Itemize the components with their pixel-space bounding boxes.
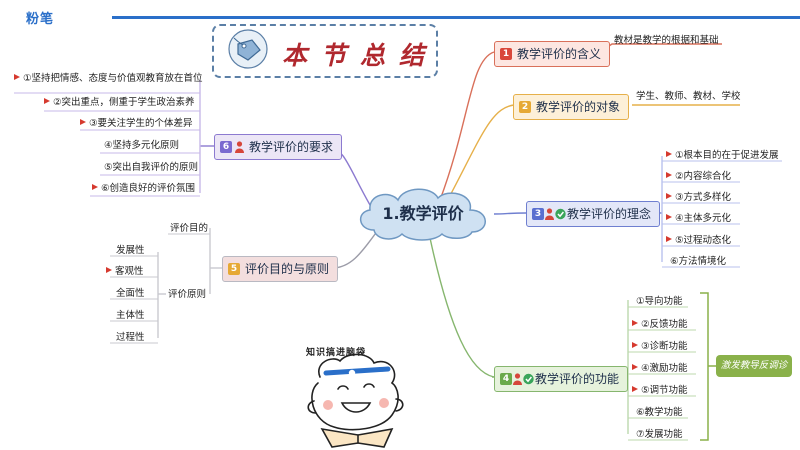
node-purpose-label: 评价目的与原则	[245, 262, 330, 276]
node-number-badge: 6	[220, 141, 232, 153]
functions-group-label: 激发教导反调诊	[716, 355, 792, 377]
node-number-badge: 1	[500, 48, 512, 60]
summary-title: 本节总结	[282, 41, 439, 70]
leaf-function: ⑥教学功能	[636, 407, 683, 418]
node-concepts[interactable]: 3 教学评价的理念	[526, 201, 661, 227]
leaf-function: ⑦发展功能	[636, 429, 683, 440]
flag-icon	[632, 386, 638, 392]
leaf-concept: ⑥方法情境化	[670, 256, 727, 267]
leaf-principle: 发展性	[116, 245, 145, 256]
node-functions-label: 教学评价的功能	[535, 372, 620, 386]
node-meaning-label: 教学评价的含义	[517, 47, 602, 61]
node-number-badge: 2	[519, 101, 531, 113]
flag-icon	[632, 320, 638, 326]
flag-icon	[80, 119, 86, 125]
check-icon	[523, 373, 534, 385]
flag-icon	[632, 342, 638, 348]
leaf-function: ⑤调节功能	[632, 384, 688, 397]
person-icon	[513, 373, 522, 385]
node-functions[interactable]: 4 教学评价的功能	[494, 366, 629, 392]
leaf-requirement: ①坚持把情感、态度与价值观教育放在首位	[14, 72, 203, 85]
node-requirements[interactable]: 6 教学评价的要求	[214, 134, 343, 160]
leaf-principle: 主体性	[116, 310, 145, 321]
leaf-concept: ⑤过程动态化	[666, 234, 731, 247]
cloud-shape	[360, 188, 486, 241]
header-rule	[112, 16, 800, 19]
person-icon	[235, 141, 244, 153]
node-number-badge: 3	[532, 208, 544, 220]
cartoon-character	[307, 353, 404, 448]
flag-icon	[666, 236, 672, 242]
node-number-badge: 4	[500, 373, 512, 385]
cartoon-caption: 知识搞进脑袋	[306, 348, 367, 358]
leaf-function: ①导向功能	[636, 296, 683, 307]
center-topic[interactable]: 1.教学评价	[382, 204, 464, 223]
check-icon	[555, 208, 566, 220]
node-objects-label: 教学评价的对象	[536, 100, 621, 114]
leaf-concept: ③方式多样化	[666, 191, 731, 204]
leaf-function: ②反馈功能	[632, 318, 688, 331]
leaf-objects: 学生、教师、教材、学校	[636, 91, 741, 102]
node-purpose-principles[interactable]: 5 评价目的与原则	[222, 256, 339, 282]
leaf-requirement: ③要关注学生的个体差异	[80, 117, 193, 130]
leaf-principle: 全面性	[116, 288, 145, 299]
node-number-badge: 5	[228, 263, 240, 275]
flag-icon	[92, 184, 98, 190]
flag-icon	[44, 98, 50, 104]
leaf-requirement: ⑤突出自我评价的原则	[104, 162, 199, 173]
leaf-meaning: 教材是教学的根据和基础	[614, 35, 719, 46]
flag-icon	[14, 74, 20, 80]
leaf-function: ③诊断功能	[632, 340, 688, 353]
flag-icon	[666, 214, 672, 220]
flag-icon	[666, 193, 672, 199]
brand-logo: 粉笔	[26, 12, 55, 27]
flag-icon	[106, 267, 112, 273]
leaf-function: ④激励功能	[632, 362, 688, 375]
flag-icon	[666, 172, 672, 178]
flag-icon	[632, 364, 638, 370]
sub-evaluation-principles: 评价原则	[168, 289, 207, 300]
node-concepts-label: 教学评价的理念	[567, 207, 652, 221]
sub-evaluation-purpose: 评价目的	[170, 223, 209, 234]
flag-icon	[666, 151, 672, 157]
node-objects[interactable]: 2 教学评价的对象	[513, 94, 630, 120]
leaf-concept: ②内容综合化	[666, 170, 731, 183]
leaf-requirement: ④坚持多元化原则	[104, 140, 180, 151]
leaf-requirement: ⑥创造良好的评价氛围	[92, 182, 195, 195]
node-meaning[interactable]: 1 教学评价的含义	[494, 41, 611, 67]
person-icon	[545, 208, 554, 220]
leaf-concept: ④主体多元化	[666, 212, 731, 225]
node-requirements-label: 教学评价的要求	[249, 140, 334, 154]
leaf-concept: ①根本目的在于促进发展	[666, 149, 779, 162]
leaf-principle: 客观性	[106, 265, 144, 278]
leaf-requirement: ②突出重点，侧重于学生政治素养	[44, 96, 195, 109]
leaf-principle: 过程性	[116, 332, 145, 343]
tag-icon	[228, 29, 268, 69]
